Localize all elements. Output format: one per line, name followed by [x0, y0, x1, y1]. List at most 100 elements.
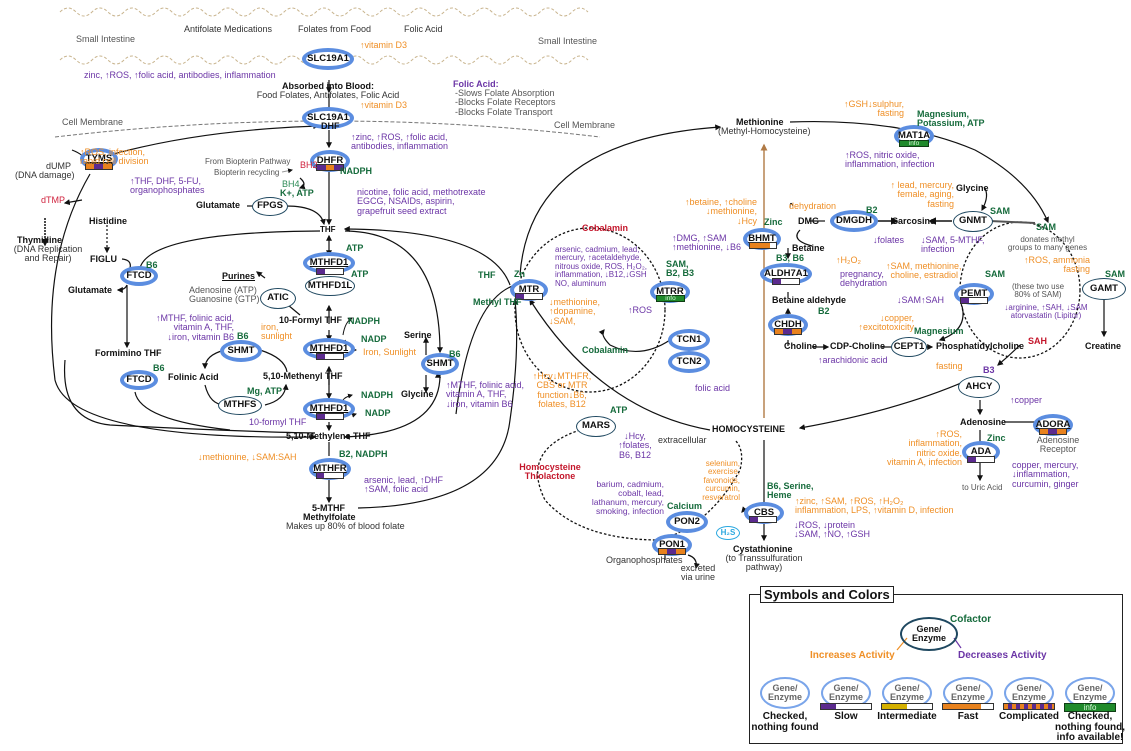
increases-pemt: ↑SAM, methionine, choline, estradiol [886, 261, 962, 281]
cell-membrane-label: Cell Membrane [62, 117, 124, 127]
cofactor-nadph: NADPH [340, 166, 373, 176]
metabolite-methyl-thf: Methyl THF [473, 297, 522, 307]
gene-mars[interactable]: MARS [576, 416, 616, 437]
status-bar-slow [316, 353, 344, 360]
metabolite-methenyl-thf: 5,10-Methenyl THF [263, 371, 343, 381]
decreases-shmt: ↑MTHF, folinic acid, vitamin A, THF, ↓ir… [446, 380, 525, 409]
cofactor-magnesium: Magnesium [914, 326, 964, 336]
gene-label: FTCD [126, 269, 152, 281]
gene-label: CHDH [774, 318, 802, 330]
metabolite-10-formyl-thf: 10-Formyl THF [279, 315, 343, 325]
adenosine-receptor-label: Adenosine Receptor [1036, 435, 1080, 455]
gene-mthfs[interactable]: MTHFS [218, 396, 262, 415]
cofactor-b3: B3 [983, 365, 995, 375]
metabolite-sam: SAM [1036, 222, 1056, 232]
legend-panel: Symbols and Colors Gene/ Enzyme Cofactor… [749, 586, 1125, 744]
info-badge[interactable]: info [899, 140, 929, 147]
cofactor-atp: ATP [351, 269, 369, 279]
gene-cept1[interactable]: CEPT1 [891, 337, 927, 357]
gene-tcn2[interactable]: TCN2 [668, 351, 710, 373]
status-bar-slow [316, 413, 344, 420]
decreases-mat1a: ↑ROS, nitric oxide, inflammation, infect… [845, 150, 935, 170]
gene-shmt[interactable]: SHMT [220, 340, 262, 362]
info-badge[interactable]: info [656, 295, 685, 302]
gene-mthfd1l[interactable]: MTHFD1L [305, 276, 355, 296]
sam-cycle [959, 221, 1081, 359]
legend-bar-intermediate [881, 703, 933, 710]
increases-pon2: selenium, exercise, favonoids, curcumin,… [702, 459, 740, 502]
status-bar-complicated [1039, 428, 1067, 435]
biopterin-recycling-label: Biopterin recycling [214, 168, 280, 177]
cofactor-b6-serine-heme: B6, Serine, Heme [767, 481, 814, 501]
gene-atic[interactable]: ATIC [260, 288, 296, 309]
gene-tcn1[interactable]: TCN1 [668, 329, 710, 351]
decreases-dhfr: nicotine, folic acid, methotrexate EGCG,… [357, 187, 486, 216]
metabolite-glutamate: Glutamate [196, 200, 241, 210]
gene-slc19a1[interactable]: SLC19A1 [302, 48, 354, 70]
cofactor-b2: B2 [818, 306, 830, 316]
metabolite-figlu: FIGLU [90, 254, 117, 264]
increases-ada: ↑ROS, inflammation, nitric oxide, vitami… [886, 429, 962, 468]
gene-fpgs[interactable]: FPGS [252, 197, 288, 216]
increases-tyms-text: ↑ROS, infection, rapid cell division [80, 147, 149, 167]
legend-label-complicated: Complicated [998, 711, 1059, 722]
metabolite-glycine: Glycine [956, 183, 989, 193]
metabolite-folinic-acid: Folinic Acid [168, 372, 219, 382]
increases-mthfr: ↓methionine, ↓SAM:SAH [198, 452, 297, 462]
gene-label: TYMS [85, 152, 113, 164]
increases-mtr: ↓methionine, ↑dopamine, ↓SAM, [549, 297, 601, 326]
increases-mars: ↑Hcy↓MTHFR, CBS or MTR function↓B6, fola… [532, 371, 592, 410]
metabolite-methylene-thf: 5,10-Methylene THF [286, 431, 371, 441]
gene-label: SHMT [227, 344, 255, 356]
h2s-badge: H₂S [716, 526, 740, 540]
metabolite-cobalamin: Cobalamin [582, 223, 629, 233]
metabolite-glycine: Glycine [401, 389, 434, 399]
increases-aldh7a1: ↑H₂O₂ [836, 255, 861, 265]
gene-gamt[interactable]: GAMT [1082, 278, 1126, 300]
gene-ftcd[interactable]: FTCD [120, 266, 158, 286]
thymidine-note: (DNA Replication and Repair) [13, 244, 83, 264]
legend-label-slow: Slow [834, 711, 858, 722]
gene-label: PEMT [960, 287, 988, 299]
metabolite-homocysteine-thiolactone: Homocysteine Thiolactone [519, 462, 581, 482]
gene-shmt[interactable]: SHMT [421, 353, 459, 375]
metabolite-adenosine-guanosine: Adenosine (ATP) Guanosine (GTP) [189, 285, 260, 305]
cofactor-b3-b6: B3, B6 [776, 253, 805, 263]
metabolite-dhf: DHF [321, 121, 340, 131]
folic-note-title: Folic Acid: [453, 79, 499, 89]
metabolite-thymidine: Thymidine [17, 235, 63, 245]
gene-ftcd[interactable]: FTCD [120, 370, 158, 390]
cofactor-atp: ATP [346, 243, 364, 253]
sam-usage-note: (these two use 80% of SAM) [1011, 282, 1065, 300]
status-bar-slow [960, 297, 988, 304]
gene-gnmt[interactable]: GNMT [953, 211, 993, 232]
source-folic: Folic Acid [404, 24, 443, 34]
gene-label: MTHFD1 [309, 256, 349, 268]
cofactor-nadph: NADPH [348, 316, 381, 326]
metabolite-bh2: BH2 [300, 160, 318, 170]
gene-pon2[interactable]: PON2 [666, 511, 708, 533]
metabolite-creatine: Creatine [1085, 341, 1122, 351]
gene-slc19a1[interactable]: SLC19A1 [302, 107, 354, 129]
legend-gene-enzyme: Gene/ Enzyme [900, 617, 958, 651]
cofactor-sam: SAM [1105, 269, 1125, 279]
gene-label: SLC19A1 [307, 52, 349, 64]
gene-label: ALDH7A1 [764, 267, 808, 279]
metabolite-adenosine: Adenosine [960, 417, 1007, 427]
metabolite-methylfolate: Methylfolate [303, 512, 356, 522]
gene-label: MAT1A [897, 129, 931, 141]
legend-label-info: Checked, nothing found, info available! [1055, 711, 1125, 743]
metabolite-betaine-aldehyde: Betaine aldehyde [772, 295, 847, 305]
cofactor-calcium: Calcium [667, 501, 703, 511]
legend-bar-fast [942, 703, 994, 710]
decreases-tcn2: folic acid [695, 383, 731, 393]
increases-slc19a1: ↑vitamin D3 [360, 40, 408, 50]
increases-cbs: ↑zinc, ↑SAM, ↑ROS, ↑H₂O₂ inflammation, L… [795, 496, 954, 516]
increases-gnmt: ↑ lead, mercury, female, aging, fasting [890, 180, 954, 209]
gene-ahcy[interactable]: AHCY [958, 376, 1000, 398]
metabolite-thf-mtr: THF [478, 270, 496, 280]
gene-dmgdh[interactable]: DMGDH [830, 210, 878, 232]
from-biopterin-label: From Biopterin Pathway [205, 157, 291, 166]
gene-label: TCN1 [676, 333, 702, 345]
